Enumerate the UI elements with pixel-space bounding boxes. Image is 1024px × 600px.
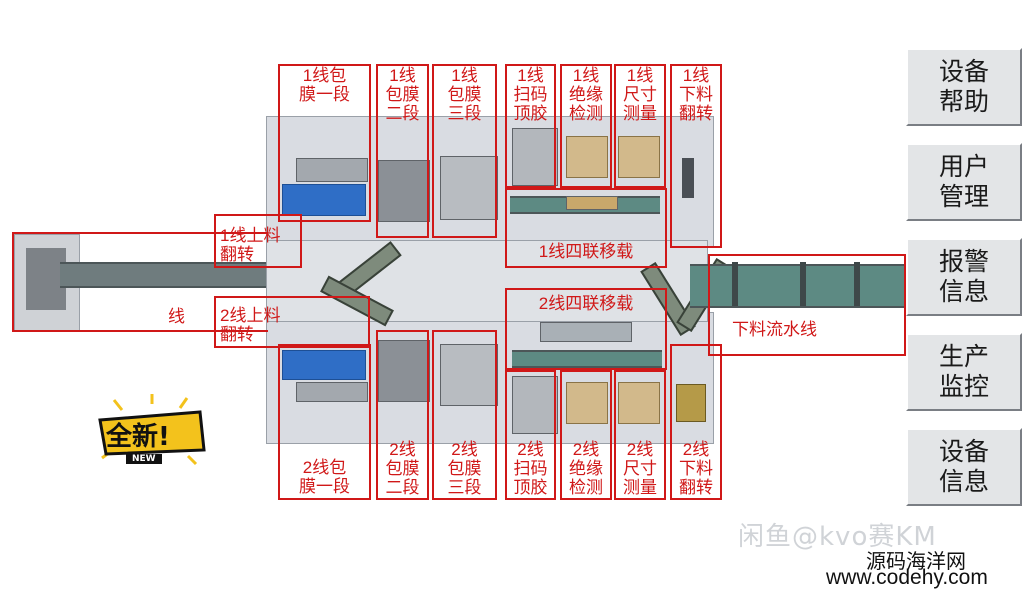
station-label: 2线 包膜 三段 (447, 440, 482, 497)
line2-wrap2-unit (378, 340, 430, 402)
badge-main-text: 全新! (106, 422, 170, 452)
zone-label: 2线上料 翻转 (220, 306, 281, 344)
zone-box-l2-quad-transfer[interactable]: 2线四联移载 (505, 288, 667, 370)
station-label: 1线 尺寸 测量 (623, 66, 657, 123)
station-label: 2线 包膜 二段 (385, 440, 420, 497)
station-box-l1-unload[interactable]: 1线 下料 翻转 (670, 64, 722, 248)
zone-label: 2线四联移载 (538, 294, 634, 313)
station-label: 1线包 膜一段 (299, 66, 350, 104)
station-box-l1-scan[interactable]: 1线 扫码 顶胶 (505, 64, 556, 188)
station-box-l1-size[interactable]: 1线 尺寸 测量 (614, 64, 666, 188)
line2-wrap-unit (282, 350, 366, 380)
menu-label: 报警 信息 (938, 247, 989, 306)
unload-roller (854, 262, 860, 306)
station-label: 2线 绝缘 检测 (569, 440, 603, 497)
zone-box-l1-load-flip[interactable]: 1线上料 翻转 (214, 214, 302, 268)
menu-label: 设备 信息 (938, 437, 989, 496)
line2-quad-transfer-rail (512, 350, 662, 368)
line1-unload-unit (682, 158, 694, 198)
line2-scan-unit (512, 376, 558, 434)
unload-roller (800, 262, 806, 306)
station-box-l2-wrap-2[interactable]: 2线 包膜 二段 (376, 330, 429, 500)
station-box-l2-wrap-1[interactable]: 2线包 膜一段 (278, 344, 371, 500)
station-box-l2-wrap-3[interactable]: 2线 包膜 三段 (432, 330, 497, 500)
menu-label: 设备 帮助 (938, 57, 989, 116)
menu-button-production-monitor[interactable]: 生产 监控 (906, 333, 1022, 411)
badge-sub-text: NEW (126, 454, 162, 464)
menu-label: 用户 管理 (938, 152, 989, 211)
site-name-cn: 源码海洋网 (866, 551, 966, 573)
line2-unload-unit (676, 384, 706, 422)
line2-wrap-frame (296, 382, 368, 402)
station-label: 2线 下料 翻转 (679, 440, 713, 497)
zone-label: 下料流水线 (732, 320, 817, 339)
line2-insul-fixture (566, 382, 608, 424)
line2-size-fixture (618, 382, 660, 424)
unload-roller (732, 262, 738, 306)
badge-burst-icon (98, 394, 206, 466)
menu-label: 生产 监控 (938, 342, 989, 401)
line2-wrap3-unit (440, 344, 498, 406)
station-box-l2-unload[interactable]: 2线 下料 翻转 (670, 344, 722, 500)
line2-quad-transfer-carriage (540, 322, 632, 342)
station-label: 2线 尺寸 测量 (623, 440, 657, 497)
menu-button-user-manage[interactable]: 用户 管理 (906, 143, 1022, 221)
new-badge: 全新! NEW (92, 392, 212, 472)
line1-quad-transfer-carriage (566, 196, 618, 210)
menu-button-device-info[interactable]: 设备 信息 (906, 428, 1022, 506)
station-box-l2-insul[interactable]: 2线 绝缘 检测 (560, 370, 612, 500)
station-box-l1-insul[interactable]: 1线 绝缘 检测 (560, 64, 612, 188)
unload-conveyor (690, 264, 904, 308)
station-box-l1-wrap-3[interactable]: 1线 包膜 三段 (432, 64, 497, 238)
load-conveyor-label: 线 (168, 307, 185, 326)
station-box-l1-wrap-1[interactable]: 1线包 膜一段 (278, 64, 371, 222)
line1-wrap2-unit (378, 160, 430, 222)
station-label: 1线 绝缘 检测 (569, 66, 603, 123)
line1-wrap-frame (296, 158, 368, 182)
station-label: 1线 下料 翻转 (679, 66, 713, 123)
line1-insul-fixture (566, 136, 608, 178)
station-label: 1线 扫码 顶胶 (513, 66, 548, 123)
line1-scan-unit (512, 128, 558, 186)
line1-wrap3-unit (440, 156, 498, 220)
zone-box-load-conveyor[interactable] (12, 232, 268, 332)
menu-button-alarm-info[interactable]: 报警 信息 (906, 238, 1022, 316)
zone-box-l1-quad-transfer[interactable]: 1线四联移载 (505, 188, 667, 268)
zone-box-unload-conveyor[interactable]: 下料流水线 (708, 254, 906, 356)
load-station-block (26, 248, 66, 310)
station-box-l2-size[interactable]: 2线 尺寸 测量 (614, 370, 666, 500)
zone-box-l2-load-flip[interactable]: 2线上料 翻转 (214, 296, 370, 348)
station-label: 1线 包膜 二段 (385, 66, 420, 123)
menu-button-device-help[interactable]: 设备 帮助 (906, 48, 1022, 126)
station-box-l2-scan[interactable]: 2线 扫码 顶胶 (505, 370, 556, 500)
station-label: 1线 包膜 三段 (447, 66, 482, 123)
zone-label: 1线四联移载 (538, 242, 634, 261)
station-label: 2线包 膜一段 (299, 458, 350, 496)
site-url: www.codehy.com (826, 566, 988, 589)
station-box-l1-wrap-2[interactable]: 1线 包膜 二段 (376, 64, 429, 238)
station-label: 2线 扫码 顶胶 (513, 440, 548, 497)
line1-size-fixture (618, 136, 660, 178)
zone-label: 1线上料 翻转 (220, 226, 281, 264)
watermark-text: 闲鱼@kvo赛KM (738, 522, 937, 552)
line1-wrap-unit (282, 184, 366, 216)
